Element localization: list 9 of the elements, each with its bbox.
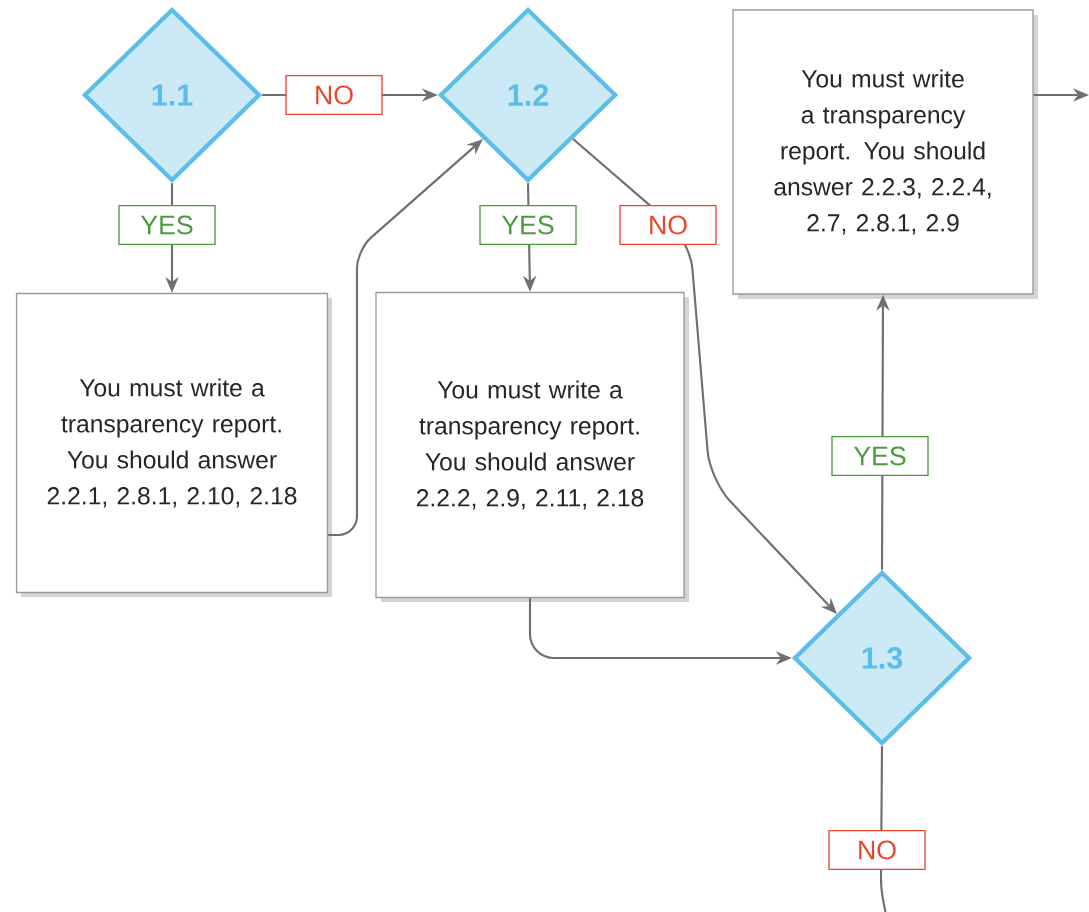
process-box: You must write a transparency report. You should answer 2.2.2, 2.9, 2.11, 2.18 (375, 291, 689, 602)
edge-label: NO (285, 75, 383, 115)
edge-label: YES (831, 436, 929, 476)
edge-label: NO (828, 830, 926, 870)
edge-label: NO (619, 205, 717, 245)
process-box: You must write a transparency report. You should answer 2.2.1, 2.8.1, 2.10, 2.18 (15, 292, 332, 597)
edge-label: YES (479, 205, 577, 245)
process-box: You must write a transparency report. You should answer 2.2.3, 2.2.4, 2.7, 2.8.1, 2.9 (732, 9, 1038, 299)
edge-label: YES (118, 205, 216, 245)
